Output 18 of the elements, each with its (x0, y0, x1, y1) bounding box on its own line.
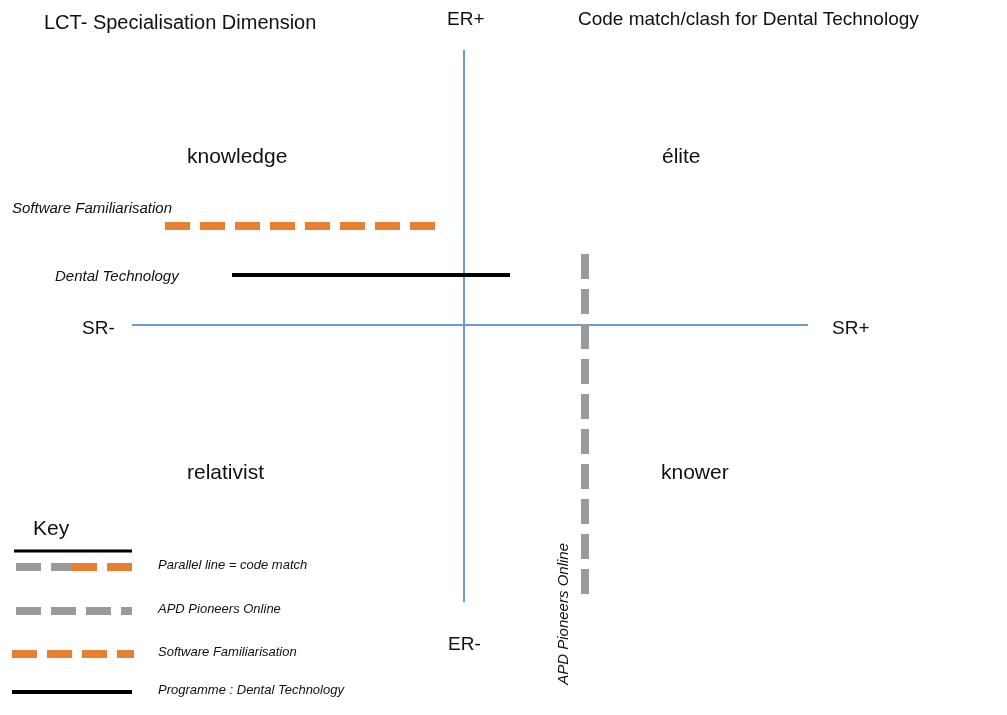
legend-text: Parallel line = code match (158, 557, 308, 573)
line-label: Software Familiarisation (12, 199, 173, 217)
chart-title: LCT- Specialisation Dimension (44, 10, 317, 34)
line-label: Dental Technology (55, 267, 179, 285)
legend-text: APD Pioneers Online (158, 601, 281, 617)
legend-text: Software Familiarisation (158, 644, 297, 660)
quadrant-label: knower (661, 459, 729, 485)
quadrant-label: élite (662, 143, 701, 169)
line-label: APD Pioneers Online (554, 543, 572, 685)
axis-label: SR- (82, 317, 115, 340)
axis-label: ER+ (447, 8, 485, 31)
axis-label: SR+ (832, 317, 870, 340)
quadrant-label: relativist (187, 459, 265, 485)
axis-label: ER- (448, 633, 481, 656)
legend-title: Key (33, 515, 70, 541)
chart-subtitle: Code match/clash for Dental Technology (578, 8, 919, 31)
legend-text: Programme : Dental Technology (158, 682, 344, 698)
quadrant-label: knowledge (187, 143, 288, 169)
